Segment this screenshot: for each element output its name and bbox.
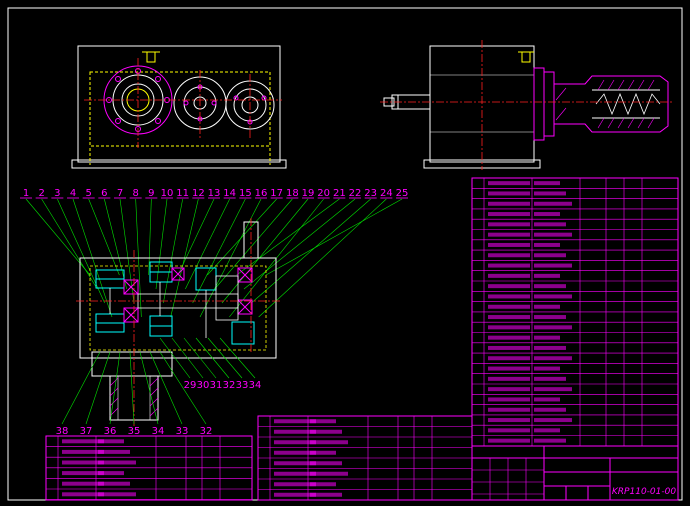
leader-number: 37	[80, 426, 93, 437]
leader-number: 21	[333, 188, 346, 199]
vent-plug	[146, 51, 156, 63]
leader-number: 34	[152, 426, 165, 437]
leader-number: 25	[396, 188, 409, 199]
leader-number: 13	[208, 188, 221, 199]
side-flange	[533, 67, 545, 141]
leader-line	[243, 198, 356, 290]
section-housing	[79, 257, 277, 359]
leader-number: 32	[223, 380, 236, 391]
leader-line	[177, 198, 215, 276]
leader-line	[251, 198, 371, 304]
leader-number: 22	[349, 188, 362, 199]
leader-number: 29	[184, 380, 197, 391]
drawing-number: KRP110-01-00	[612, 487, 676, 497]
title-block: KRP110-01-00	[471, 445, 679, 501]
leader-line	[185, 198, 230, 290]
leader-line	[155, 198, 168, 290]
leader-number: 12	[192, 188, 205, 199]
leader-line	[163, 198, 183, 304]
leader-number: 18	[286, 188, 299, 199]
leader-number: 2	[38, 188, 44, 199]
section-hatching	[555, 79, 655, 129]
leader-number: 4	[70, 188, 76, 199]
leader-line	[104, 198, 127, 290]
leader-number: 11	[176, 188, 189, 199]
front-view-housing	[77, 45, 281, 163]
leader-number: 34	[249, 380, 262, 391]
leader-line	[25, 198, 91, 276]
leader-line	[236, 198, 340, 276]
parts-list-bottom-middle	[257, 415, 473, 501]
leader-number: 30	[197, 380, 210, 391]
leader-line	[265, 198, 403, 276]
front-view-base	[71, 159, 287, 169]
leader-number: 23	[364, 188, 377, 199]
front-view-hidden-outline	[89, 71, 271, 147]
bearings	[123, 267, 253, 323]
leader-line	[41, 198, 98, 290]
front-view	[71, 45, 287, 169]
output-cylinder	[553, 75, 669, 133]
leader-number: 17	[270, 188, 283, 199]
leader-number: 20	[317, 188, 330, 199]
side-view	[380, 40, 672, 170]
section-output-flange	[91, 351, 173, 377]
screw-profile	[595, 92, 661, 116]
leader-number: 33	[236, 380, 249, 391]
leader-number: 10	[161, 188, 174, 199]
leader-number: 19	[302, 188, 315, 199]
leader-number: 1	[23, 188, 29, 199]
leader-line	[148, 198, 152, 276]
leader-number: 3	[54, 188, 60, 199]
leader-number: 36	[104, 426, 117, 437]
leader-number: 9	[148, 188, 154, 199]
leader-number: 38	[56, 426, 69, 437]
leader-line	[207, 198, 277, 276]
leader-line	[192, 198, 246, 304]
leader-line	[258, 198, 387, 318]
leader-number: 5	[85, 188, 91, 199]
leader-number: 35	[128, 426, 141, 437]
leader-line	[57, 198, 105, 304]
leader-line	[221, 198, 309, 304]
leader-number: 32	[200, 426, 213, 437]
leader-line	[214, 198, 293, 290]
leader-number: 15	[239, 188, 252, 199]
parts-list-bottom-left	[45, 435, 253, 501]
leader-number: 6	[101, 188, 107, 199]
leader-number: 16	[255, 188, 268, 199]
leader-number: 7	[117, 188, 123, 199]
leader-number: 14	[223, 188, 236, 199]
gear-sections	[95, 261, 255, 345]
leader-number: 24	[380, 188, 393, 199]
leader-number: 33	[176, 426, 189, 437]
parts-list-right	[471, 177, 679, 447]
leader-number: 8	[132, 188, 138, 199]
leader-line	[88, 198, 120, 276]
leader-number: 31	[210, 380, 223, 391]
